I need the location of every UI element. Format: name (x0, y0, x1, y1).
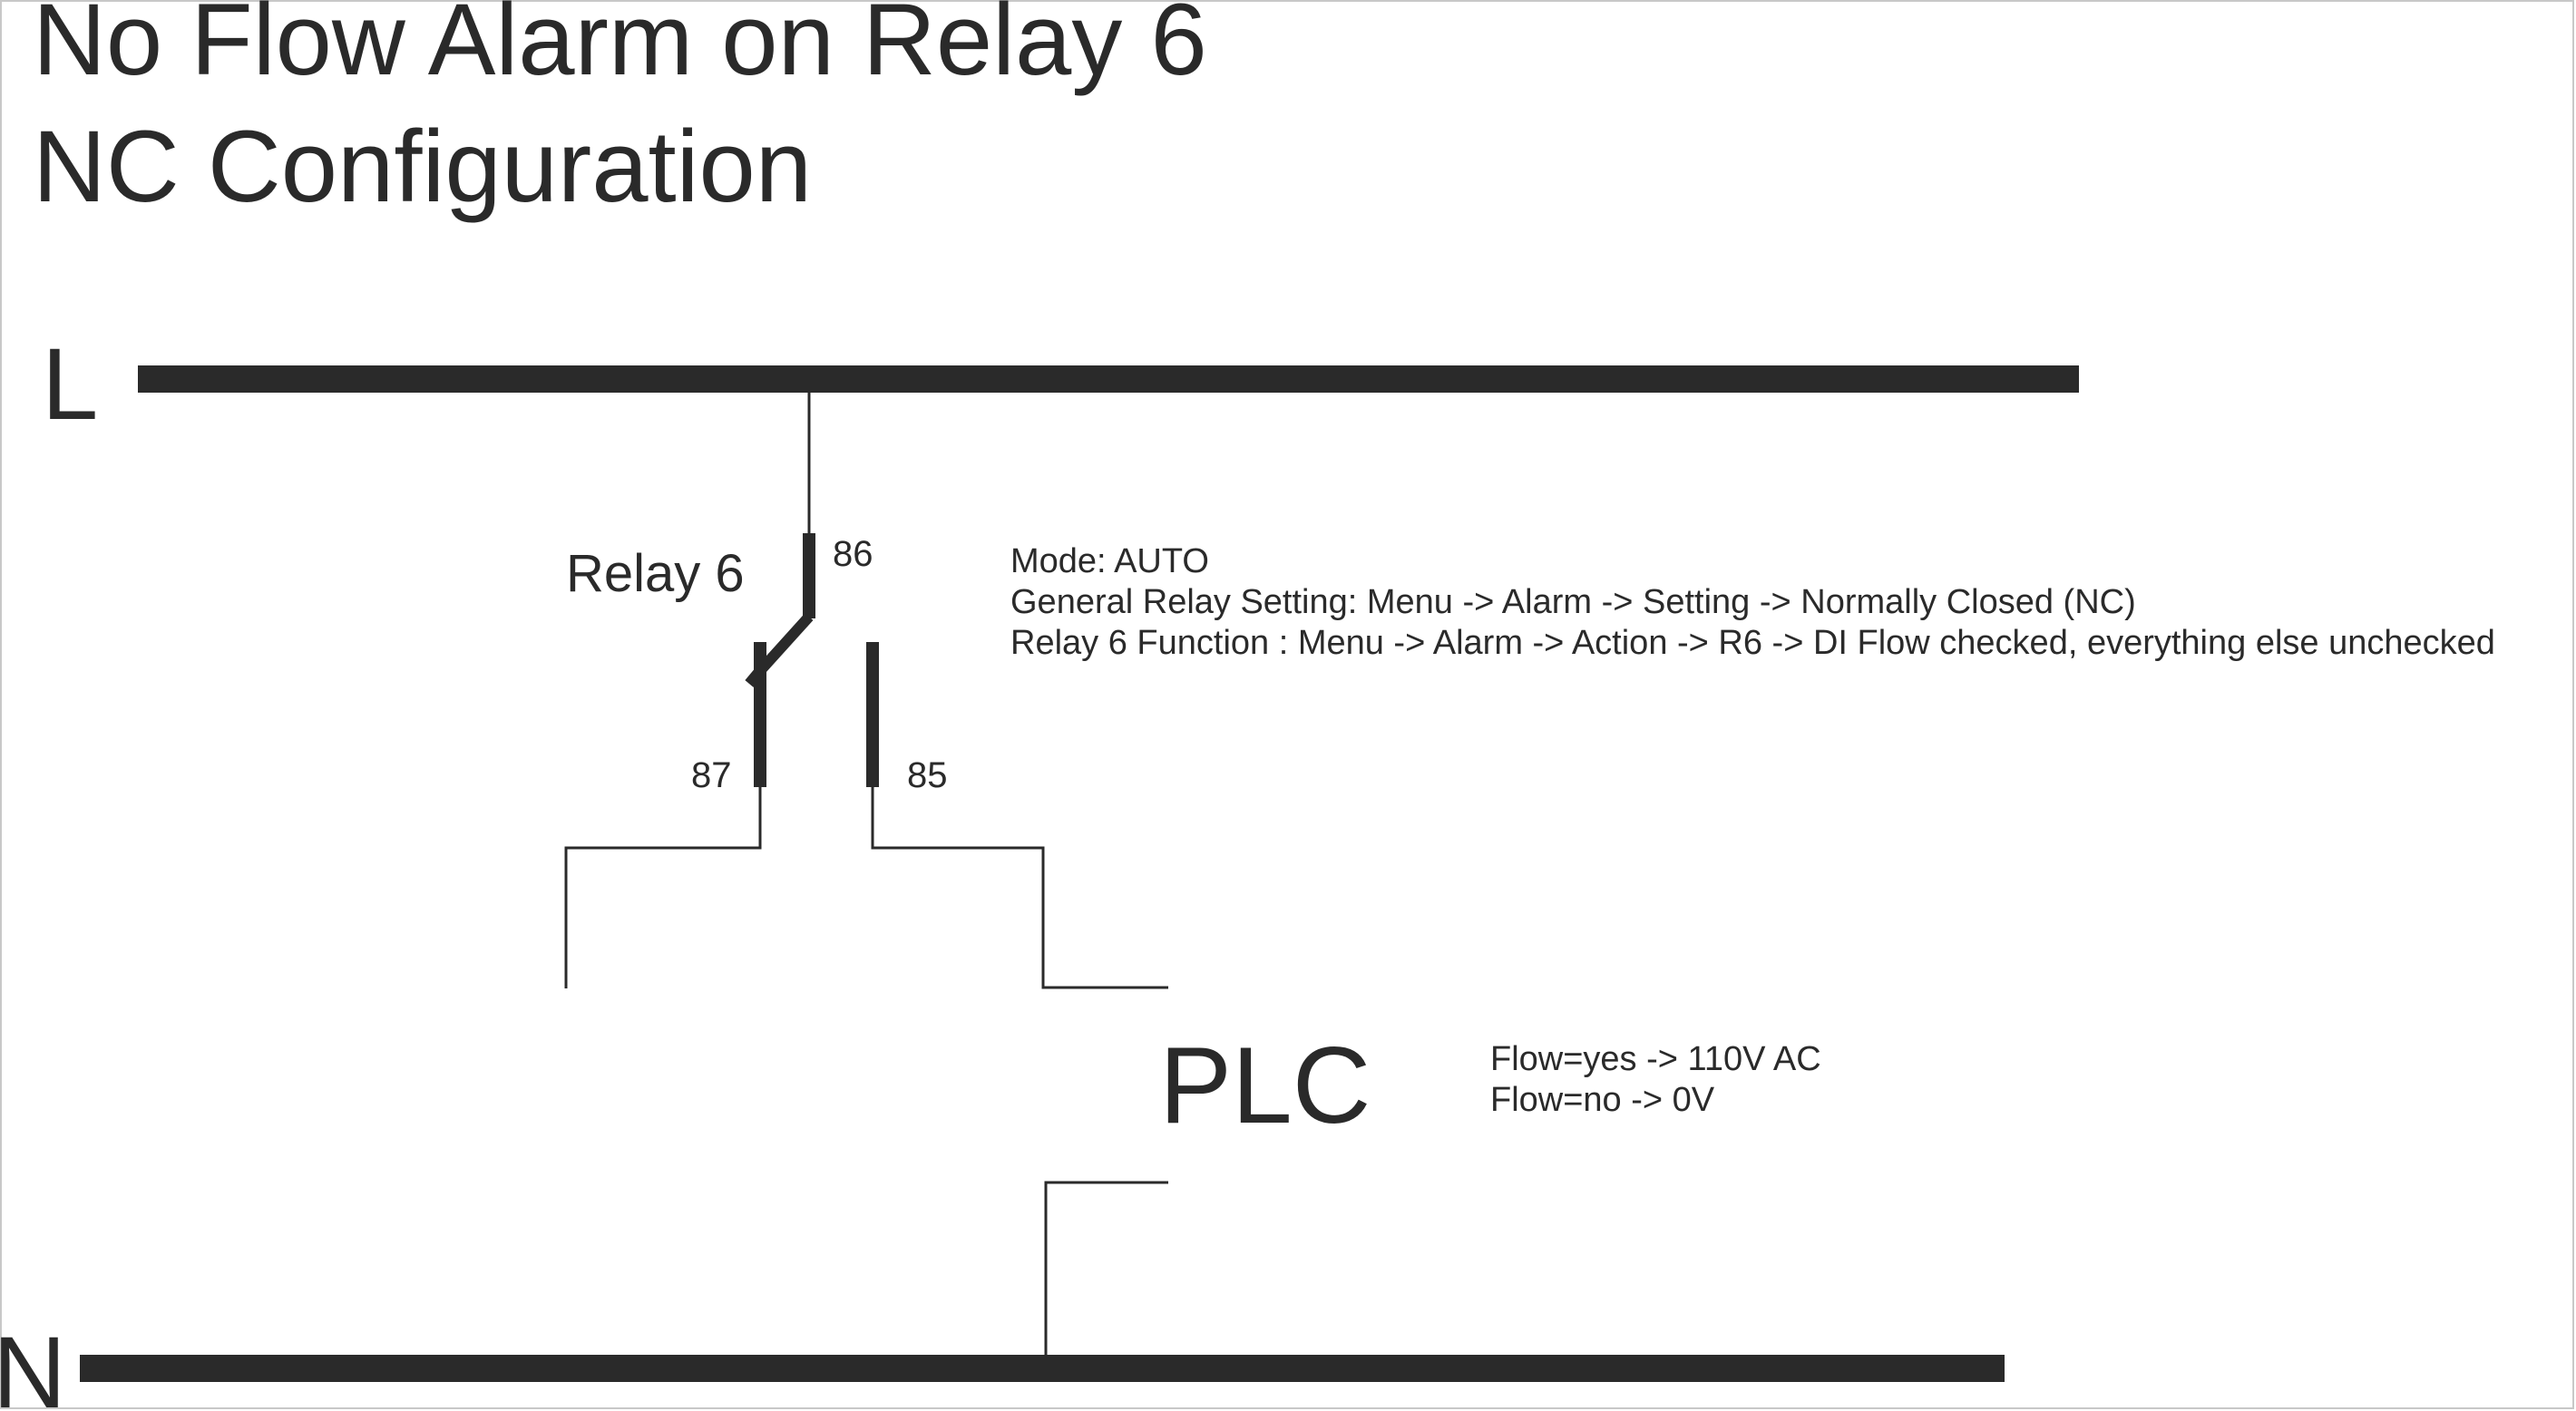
settings-general: General Relay Setting: Menu -> Alarm -> … (1010, 583, 2136, 621)
title-line-1: No Flow Alarm on Relay 6 (33, 0, 1207, 96)
plc-flow-yes: Flow=yes -> 110V AC (1490, 1040, 1821, 1078)
terminal-87-label: 87 (691, 755, 732, 795)
live-rail (138, 365, 2079, 393)
wire-plc-to-neutral (1044, 1181, 1168, 1357)
settings-function: Relay 6 Function : Menu -> Alarm -> Acti… (1010, 624, 2495, 662)
title-line-2: NC Configuration (33, 110, 812, 223)
neutral-rail-label: N (0, 1316, 66, 1411)
terminal-86-label: 86 (833, 534, 873, 574)
wire-85-to-plc (871, 785, 1168, 989)
neutral-rail (80, 1355, 2005, 1382)
plc-flow-no: Flow=no -> 0V (1490, 1081, 1715, 1119)
terminal-85-label: 85 (907, 755, 948, 795)
relay-label: Relay 6 (566, 544, 745, 603)
wire-87 (564, 785, 762, 988)
plc-label: PLC (1159, 1025, 1371, 1146)
live-rail-label: L (42, 327, 98, 441)
settings-mode: Mode: AUTO (1010, 542, 1209, 580)
